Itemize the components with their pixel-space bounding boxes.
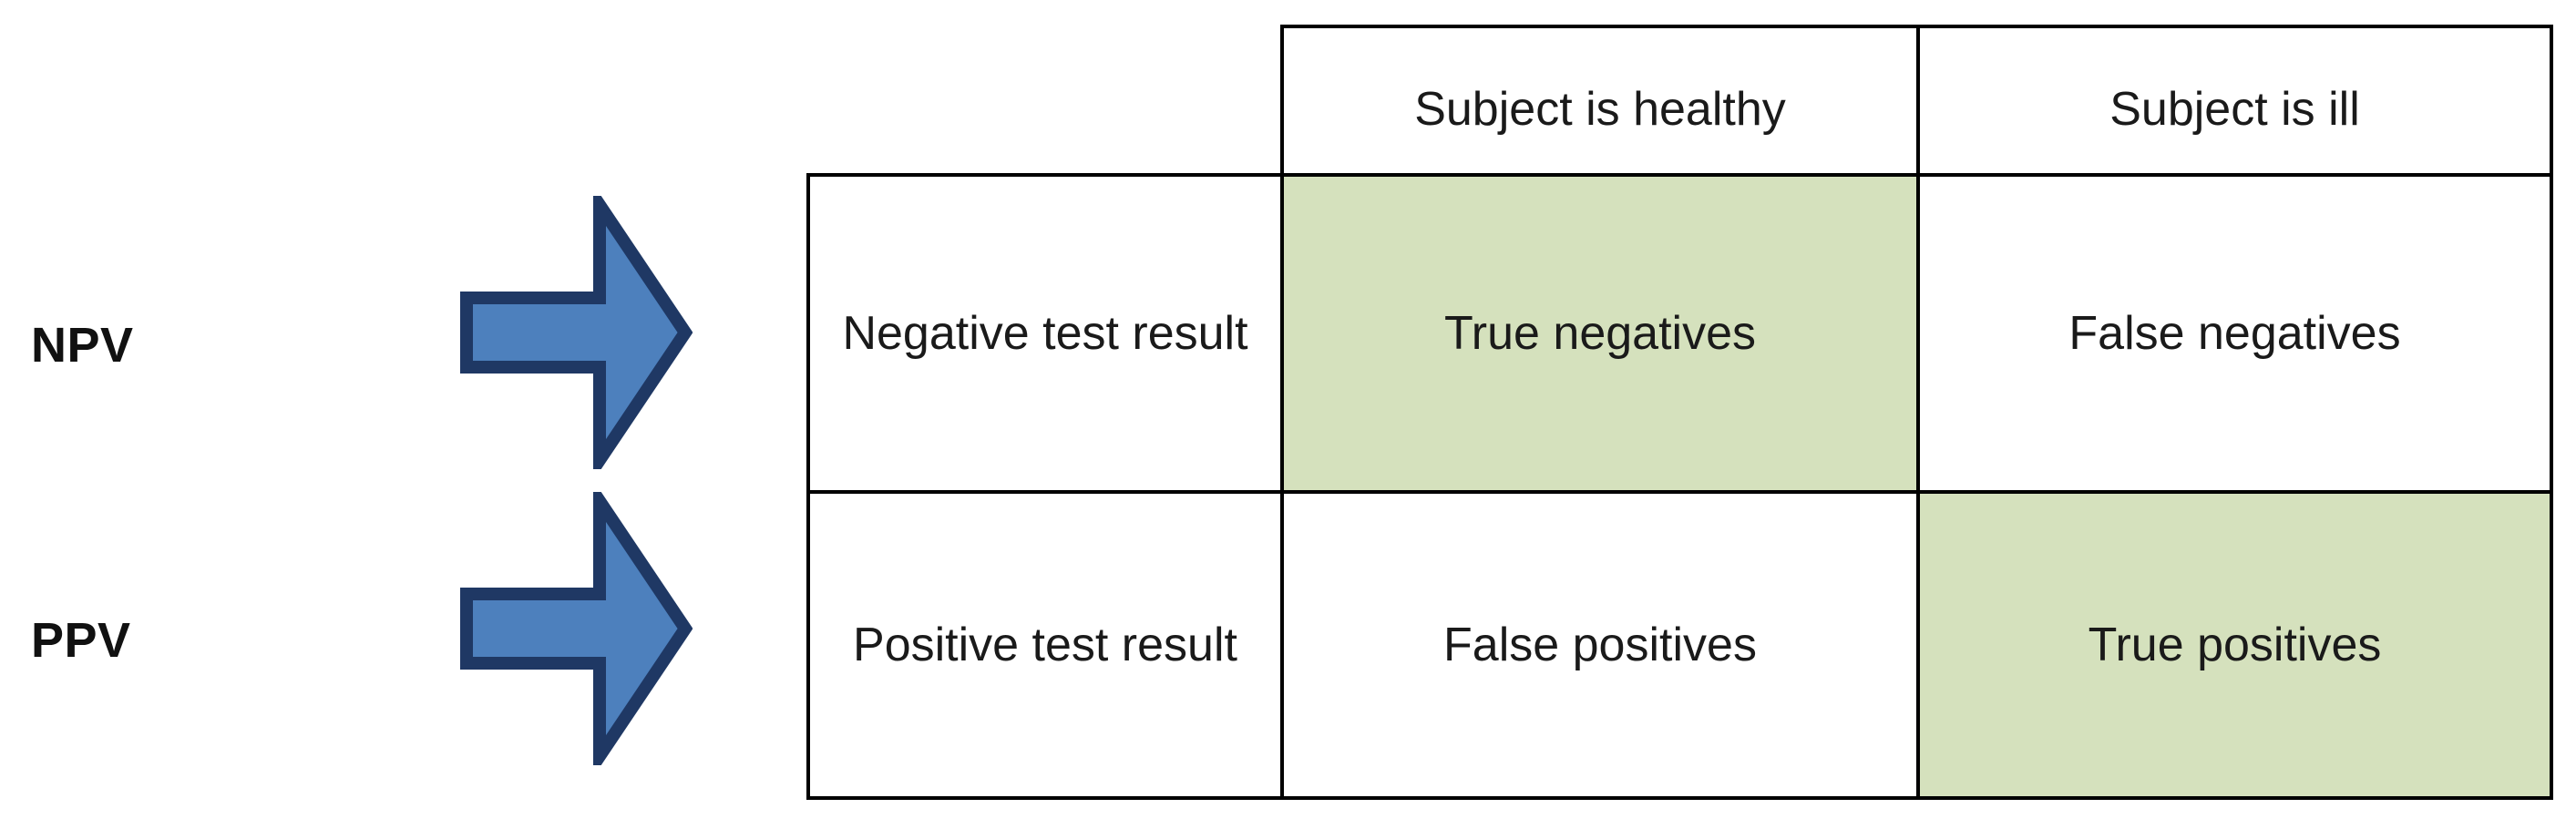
row-header-negative-test-result: Negative test result [806, 173, 1284, 494]
annotation-label-ppv: PPV [31, 613, 131, 668]
column-header-subject-is-healthy: Subject is healthy [1280, 25, 1920, 195]
right-arrow-icon-npv [456, 196, 693, 469]
cell-true-negatives: True negatives [1280, 173, 1920, 494]
cell-false-positives: False positives [1280, 490, 1920, 800]
right-arrow-icon-ppv [456, 492, 693, 765]
annotation-label-npv: NPV [31, 318, 134, 373]
cell-true-positives: True positives [1916, 490, 2553, 800]
cell-false-negatives: False negatives [1916, 173, 2553, 494]
column-header-subject-is-ill: Subject is ill [1916, 25, 2553, 195]
confusion-matrix-table: Subject is healthy Subject is ill Negati… [806, 25, 2553, 800]
row-header-positive-test-result: Positive test result [806, 490, 1284, 800]
table-corner-cell [806, 25, 1284, 195]
